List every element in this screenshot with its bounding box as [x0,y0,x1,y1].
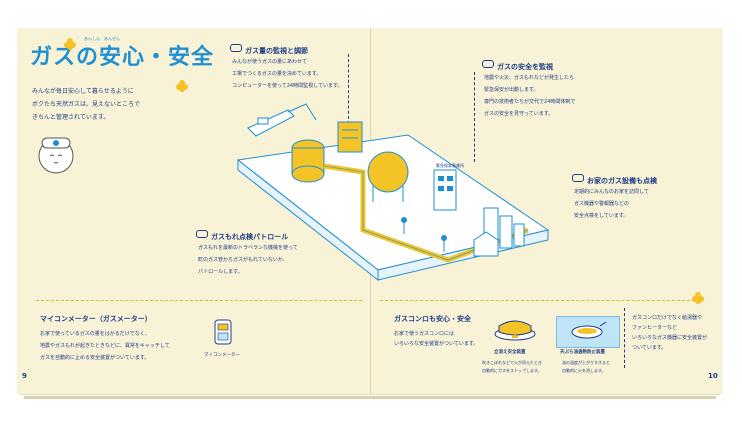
device-desc: 自動的に火を消します。 [562,368,606,373]
gas-meter-icon [214,319,232,345]
stove-flame-icon [494,320,536,341]
patrol-text: パトロールします。 [198,269,243,275]
flower-icon [176,80,188,92]
intro-line: ボクたち天然ガスは、見えないところで [32,101,141,108]
section-heading-home: お家のガス設備も点検 [572,174,657,186]
safety-text: 地震や火災、ガスもれなどが発生したら [484,75,575,81]
device-desc: 油の温度が上がりすぎると [562,360,610,365]
title-ruby: あんしん あんぜん [84,36,120,41]
device-label: 立消え安全装置 [494,350,526,355]
home-text: 安全点検をしています。 [574,213,629,219]
safety-text: ガスの安全を見守っています。 [484,111,554,117]
meter-text: お家で使っているガスの量をはかるだけでなく、 [40,331,150,337]
section-divider [36,300,362,301]
section-divider [380,300,700,301]
facility-label: 緊急保安事業所 [436,163,464,168]
stove-text: いろいろな安全装置がついています。 [394,341,479,347]
page-number-right: 10 [708,372,718,380]
stove-text: お家で使うガスコンロには [394,331,455,337]
safety-text: 専門の技術者たちが交代で24時間体制で [484,99,576,105]
other-text: ファンヒーターなど [632,325,678,331]
section-heading-monitor: ガス量の監視と調節 [230,44,308,56]
gas-supply-illustration [236,103,550,282]
section-heading-safety: ガスの安全を監視 [482,60,553,72]
intro-line: きちんと管理されています。 [32,114,110,121]
device-desc: 自動的にガスをストップします。 [482,368,542,373]
page-edge-shadow [24,396,716,399]
section-heading-patrol: ガスもれ点検パトロール [196,230,288,242]
safety-text: 緊急保安が出動します。 [484,87,539,93]
mascot-face-icon [38,137,74,174]
meter-caption: マイコンメーター [204,353,240,358]
meter-text: 地震やガスもれが起きたときなどに、異常をキャッチして [40,343,170,349]
intro-line: みんなが毎日安心して暮らせるように [32,88,134,95]
patrol-text: 町のガス管からガスがもれていないか、 [198,257,288,263]
flower-icon [64,38,76,50]
monitor-text: コンピューターを使って24時間監視しています。 [232,83,343,89]
meter-text: ガスを自動的に止める安全装置がついています。 [40,355,150,361]
page-title: ガスの安心・安全 [30,45,215,70]
page-number-left: 9 [22,372,27,380]
section-heading-stove: ガスコンロも安心・安全 [394,315,471,323]
other-text: ついています。 [632,345,667,351]
patrol-text: ガスもれを最新のトラベランな機械を使って [198,245,298,251]
device-desc: 吹きこぼれなどで火が消えたとき [482,360,542,365]
leader-line [348,54,349,124]
home-text: ガス機器や警報器などの [574,201,630,207]
monitor-text: 工場でつくるガスの量を決めています。 [232,71,322,77]
tempura-pan-icon [571,321,607,339]
section-heading-meter: マイコンメーター（ガスメーター） [40,315,152,323]
monitor-text: みんなが使うガスの量にあわせて [232,59,308,65]
other-text: ガスコンロだけでなく給湯器や [632,315,703,321]
leader-line [474,72,475,162]
home-text: 定期的にみんなのお家を訪問して [574,189,649,195]
flower-icon [692,292,704,304]
column-divider [624,308,625,368]
device-label: 天ぷら油過熱防止装置 [560,350,605,355]
other-text: いろいろなガス機器に安全装置が [632,335,708,341]
